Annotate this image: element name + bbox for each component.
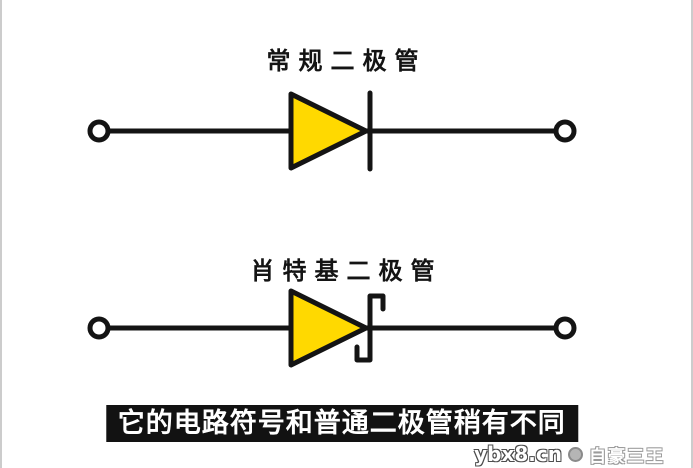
watermark-logo-icon [568,446,583,462]
diagram-title-regular: 常规二极管 [266,47,427,75]
schottky-diode-symbol [87,288,577,368]
watermark-site: ybx8.cn [474,442,562,466]
diagram-title-schottky: 肖特基二极管 [250,257,443,285]
schottky-cathode-bar [354,293,386,363]
right-terminal [553,119,577,143]
watermark: ybx8.cn 自豪三王 [474,442,665,467]
subtitle-caption: 它的电路符号和普通二极管稍有不同 [105,405,578,442]
left-terminal [87,316,111,340]
regular-diode-symbol [87,90,577,172]
anode-triangle [288,288,369,368]
watermark-author: 自豪三王 [589,446,665,467]
right-terminal [553,316,577,340]
anode-triangle [288,91,369,171]
left-terminal [87,119,111,143]
